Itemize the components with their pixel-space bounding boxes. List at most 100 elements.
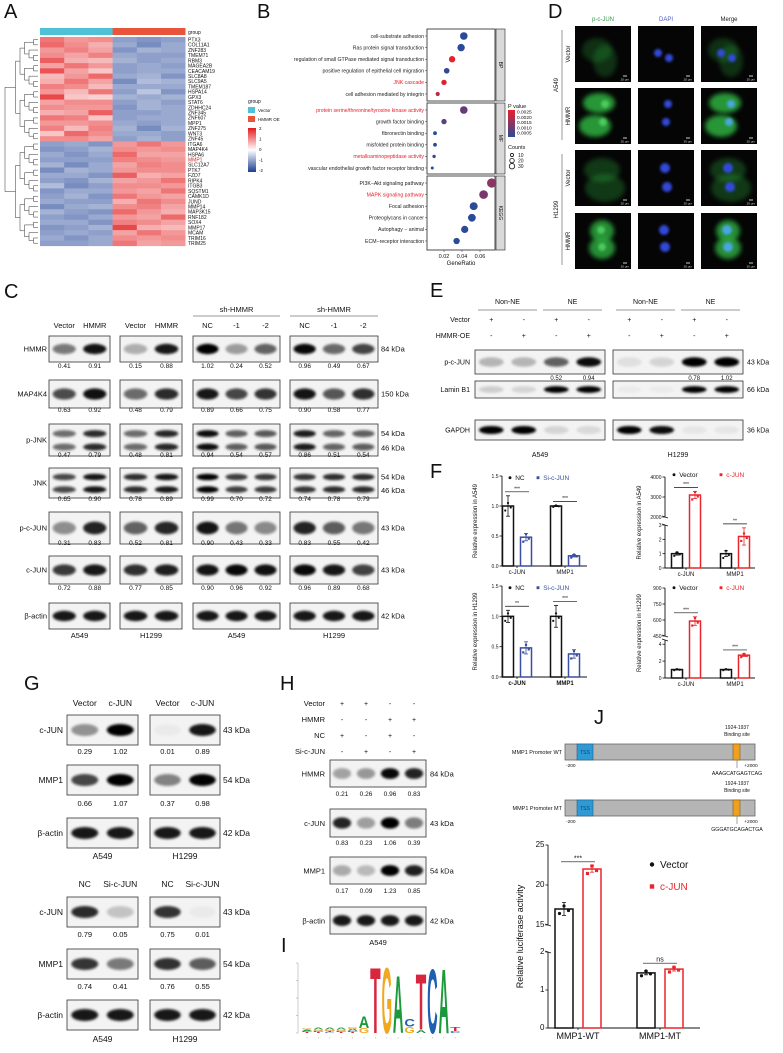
heatmap-cell — [40, 83, 65, 90]
protein-label: MMP1 — [303, 867, 325, 876]
y-tick-label: 3 — [659, 523, 662, 529]
protein-band — [154, 443, 179, 451]
cytoplasm-signal — [579, 115, 611, 137]
cell-line-label: A549 — [93, 1034, 113, 1044]
heatmap-cell — [88, 162, 113, 168]
condition-sign: - — [365, 733, 368, 740]
band-quantification: 0.78 — [129, 496, 142, 503]
heatmap-cell — [40, 193, 65, 200]
condition-label: HMMR — [566, 106, 572, 125]
band-quantification: 0.48 — [129, 452, 142, 459]
protein-band — [52, 388, 76, 400]
heatmap-cell — [161, 240, 186, 247]
protein-band — [189, 906, 216, 918]
significance-label: *** — [683, 482, 689, 488]
condition-sign: + — [692, 317, 696, 324]
heatmap-cell — [64, 130, 89, 137]
replicate-point — [667, 970, 672, 974]
end-coordinate: +2000 — [744, 763, 758, 769]
x-tick-label: 0.06 — [475, 254, 486, 260]
replicate-point — [722, 669, 725, 672]
motif-letter: G — [404, 1026, 415, 1035]
replicate-point — [575, 555, 578, 558]
colorbar-tick-label: -1 — [259, 158, 263, 163]
gene-label: STAT6 — [188, 100, 203, 106]
legend-marker — [536, 586, 540, 590]
protein-band — [83, 521, 107, 535]
heatmap-cell — [161, 235, 186, 241]
legend-label: Si-c-JUN — [543, 475, 569, 482]
term-label: regulation of small GTPase mediated sign… — [294, 57, 424, 63]
protein-label: HMMR — [302, 770, 326, 779]
blot-HMMR — [329, 759, 427, 788]
protein-band — [196, 388, 219, 400]
term-label: misfolded protein binding — [366, 143, 424, 149]
heatmap-cell — [40, 78, 65, 85]
scale-bar-label: 20 μm — [684, 140, 693, 144]
band-quantification: 0.92 — [88, 407, 101, 414]
blot-membrane — [119, 423, 183, 457]
heatmap-cell — [40, 146, 65, 153]
replicate-point — [639, 974, 644, 978]
condition-sign: - — [389, 701, 392, 708]
condition-sign: + — [340, 733, 344, 740]
cell-line-label: H1299 — [323, 631, 345, 640]
heatmap-cell — [40, 57, 65, 64]
heatmap-cell — [64, 141, 89, 147]
colorbar-tick-label: 0 — [259, 147, 262, 152]
heatmap-cell — [88, 47, 113, 53]
axis-break-mark — [661, 638, 669, 642]
heatmap-cell — [88, 198, 113, 205]
protein-band — [83, 486, 107, 493]
legend-marker — [672, 586, 676, 590]
protein-band — [254, 564, 277, 576]
gene-label: SLC9A5 — [188, 79, 207, 85]
condition-sign: - — [341, 717, 344, 724]
heatmap-cell — [112, 99, 138, 106]
protein-band — [71, 774, 99, 786]
heatmap-cell — [88, 188, 113, 194]
data-point — [430, 166, 434, 170]
legend-label: NC — [515, 585, 525, 592]
heatmap-cell — [136, 47, 162, 53]
protein-band — [196, 564, 219, 576]
molecular-weight-label: 42 kDa — [223, 828, 250, 838]
band-quantification: 0.65 — [58, 496, 71, 503]
facet-strip-label: BP — [497, 62, 503, 69]
band-quantification: 0.79 — [160, 407, 173, 414]
band-quantification: 0.96 — [298, 363, 311, 370]
group-annotation-cell — [88, 28, 113, 35]
gene-label: ZNF275 — [188, 126, 206, 132]
condition-sign: - — [628, 333, 631, 340]
gene-label: MAP4K4 — [188, 147, 208, 153]
gene-label: GPX3 — [188, 95, 202, 101]
heatmap-cell — [88, 235, 113, 241]
band-quantification: 0.89 — [195, 747, 210, 756]
band-quantification: 0.54 — [230, 452, 243, 459]
fraction-label: Non-NE — [633, 299, 658, 306]
gene-label: MMP14 — [188, 204, 205, 210]
scale-bar-label: 20 μm — [747, 78, 756, 82]
heatmap-cell — [40, 120, 65, 127]
term-label: positive regulation of epithelial cell m… — [322, 69, 424, 75]
lane-label: -1 — [233, 321, 240, 330]
heatmap-cell — [64, 37, 89, 43]
term-label: MAPK signaling pathway — [367, 192, 425, 198]
gene-label: HSPA6 — [188, 152, 204, 158]
replicate-point — [572, 553, 576, 556]
protein-label: c-JUN — [26, 566, 47, 575]
replicate-point — [724, 549, 728, 552]
blot-MAP4K4 — [289, 379, 379, 409]
lane-label: c-JUN — [108, 698, 132, 708]
heatmap-cell — [161, 204, 186, 210]
band-quantification: 0.79 — [357, 496, 370, 503]
replicate-point — [727, 554, 730, 557]
y-tick-label: 2000 — [650, 515, 661, 521]
protein-band — [352, 473, 375, 481]
heatmap-cell — [161, 73, 186, 80]
heatmap-cell — [112, 136, 138, 142]
term-label: ECM−receptor interaction — [365, 239, 424, 245]
protein-band — [404, 915, 424, 926]
